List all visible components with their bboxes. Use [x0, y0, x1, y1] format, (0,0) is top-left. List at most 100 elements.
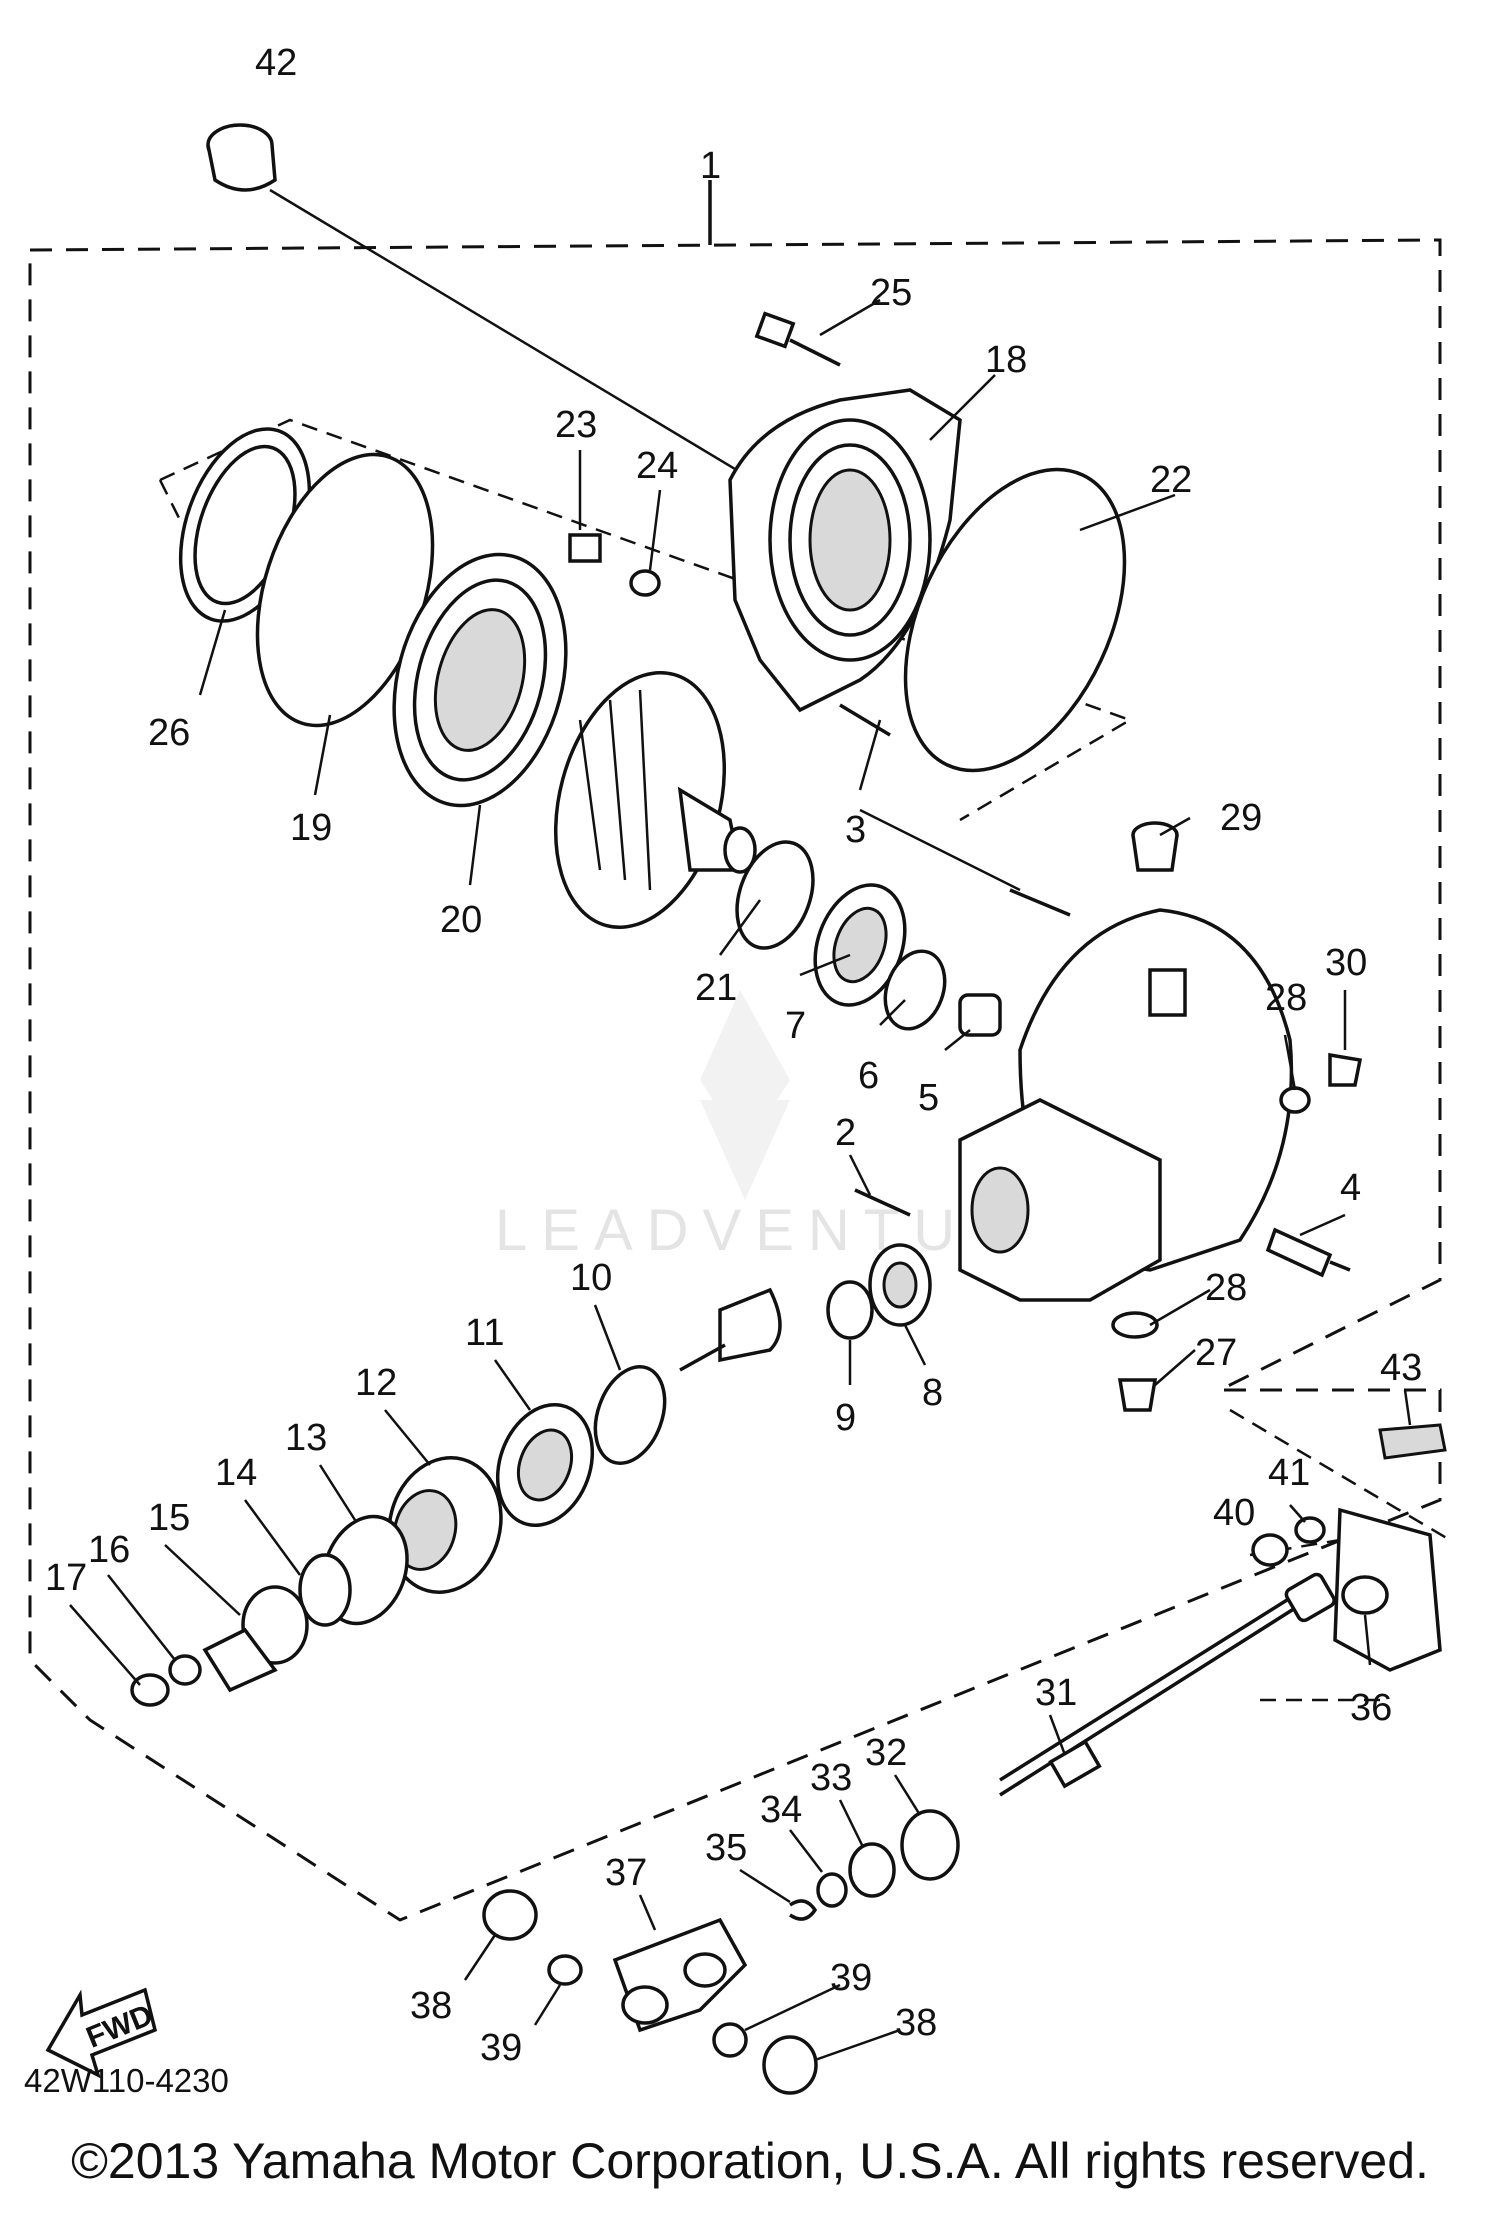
part-25-bolt [754, 311, 841, 367]
part-42-collar [206, 123, 277, 192]
callout-7: 7 [785, 1005, 806, 1047]
leader-42 [269, 188, 771, 492]
part-10-o-ring [593, 1365, 667, 1465]
callout-22: 22 [1150, 459, 1192, 501]
callout-8: 8 [922, 1372, 943, 1414]
part-9-collar [826, 1280, 874, 1340]
callout-11: 11 [465, 1312, 504, 1354]
callout-9: 9 [835, 1397, 856, 1439]
part-16-washer [168, 1654, 202, 1686]
callout-32: 32 [865, 1732, 907, 1774]
callout-4: 4 [1340, 1167, 1361, 1209]
callout-25: 25 [870, 272, 912, 314]
part-20-bearing [392, 552, 568, 808]
callout-28: 28 [1265, 977, 1307, 1019]
callout-17: 17 [45, 1557, 87, 1599]
part-39-washer-b [712, 2022, 748, 2058]
callout-18: 18 [985, 339, 1027, 381]
callout-31: 31 [1035, 1672, 1077, 1714]
part-24-washer [629, 569, 661, 597]
part-23-nut [568, 533, 602, 563]
part-15-coupling [202, 1585, 309, 1693]
callout-43: 43 [1380, 1347, 1422, 1389]
callout-29: 29 [1220, 797, 1262, 839]
callout-5: 5 [918, 1077, 939, 1119]
part-37-universal-joint [612, 1917, 748, 2033]
callout-28-b: 28 [1205, 1267, 1247, 1309]
part-5-nut [958, 993, 1002, 1037]
part-36-spring [1333, 1507, 1442, 1672]
callout-39-a: 39 [480, 2027, 522, 2069]
callout-34: 34 [760, 1789, 802, 1831]
callout-35: 35 [705, 1827, 747, 1869]
part-4-pin [1265, 1227, 1351, 1278]
callout-20: 20 [440, 899, 482, 941]
ring-gear [553, 670, 757, 930]
callout-39-b: 39 [830, 1957, 872, 1999]
callout-41: 41 [1268, 1452, 1310, 1494]
leader-lines [69, 298, 1412, 2062]
callout-36: 36 [1350, 1687, 1392, 1729]
callout-26: 26 [148, 712, 190, 754]
part-43-label [1378, 1423, 1447, 1460]
callout-13: 13 [285, 1417, 327, 1459]
part-29-cap [1131, 821, 1179, 872]
part-18-bearing-housing [728, 388, 962, 713]
part-41-washer [1294, 1516, 1326, 1544]
callout-3: 3 [845, 809, 866, 851]
part-11-bearing [495, 1402, 595, 1528]
part-38-bushing-b [762, 2035, 818, 2095]
part-32-bearing [900, 1809, 960, 1881]
final-gear-case [958, 908, 1294, 1302]
part-39-washer-a [547, 1954, 583, 1986]
callout-labels: 42 1 25 18 23 24 22 26 19 20 3 29 21 7 6… [45, 42, 1422, 2069]
part-27-drain-bolt [1117, 1378, 1158, 1412]
part-31-drive-shaft [999, 1572, 1336, 1797]
part-28-washer-b [1111, 1311, 1159, 1339]
pinion-gear [679, 1287, 782, 1372]
callout-27: 27 [1195, 1332, 1237, 1374]
part-38-bushing-a [482, 1889, 538, 1941]
callout-24: 24 [636, 445, 678, 487]
part-14-seal [298, 1553, 352, 1627]
callout-38-b: 38 [895, 2002, 937, 2044]
watermark-logo [700, 990, 790, 1200]
callout-33: 33 [810, 1757, 852, 1799]
part-30-bolt [1328, 1052, 1363, 1087]
callout-1: 1 [700, 145, 721, 187]
part-3-stud-b [1009, 888, 1071, 917]
callout-6: 6 [858, 1055, 879, 1097]
part-2-stud [854, 1188, 911, 1217]
callout-10: 10 [570, 1257, 612, 1299]
part-21-shim [735, 840, 815, 950]
part-22-o-ring [903, 467, 1127, 773]
callout-15: 15 [148, 1497, 190, 1539]
part-33-seal [848, 1842, 896, 1898]
part-7-bearing [813, 883, 907, 1007]
callout-38-a: 38 [410, 1985, 452, 2027]
callout-42: 42 [255, 42, 297, 84]
copyright-notice: ©2013 Yamaha Motor Corporation, U.S.A. A… [71, 2133, 1429, 2189]
part-34-washer [816, 1872, 848, 1908]
part-35-clip [789, 1899, 818, 1921]
diagram-part-code: 42W110-4230 [24, 2062, 229, 2099]
callout-23: 23 [555, 404, 597, 446]
callout-16: 16 [88, 1529, 130, 1571]
callout-37: 37 [605, 1852, 647, 1894]
part-3-stud-a [839, 703, 891, 737]
callout-14: 14 [215, 1452, 257, 1494]
callout-2: 2 [835, 1112, 856, 1154]
part-12-bearing-retainer [387, 1456, 503, 1594]
part-28-washer-a [1279, 1086, 1311, 1114]
part-6-seal [883, 949, 947, 1031]
callout-19: 19 [290, 807, 332, 849]
part-40-nut [1251, 1533, 1289, 1567]
inner-boundary [158, 418, 1133, 822]
part-17-nut [130, 1673, 170, 1707]
callout-21: 21 [695, 967, 737, 1009]
callout-30: 30 [1325, 942, 1367, 984]
callout-40: 40 [1213, 1492, 1255, 1534]
part-8-bearing [868, 1243, 932, 1327]
